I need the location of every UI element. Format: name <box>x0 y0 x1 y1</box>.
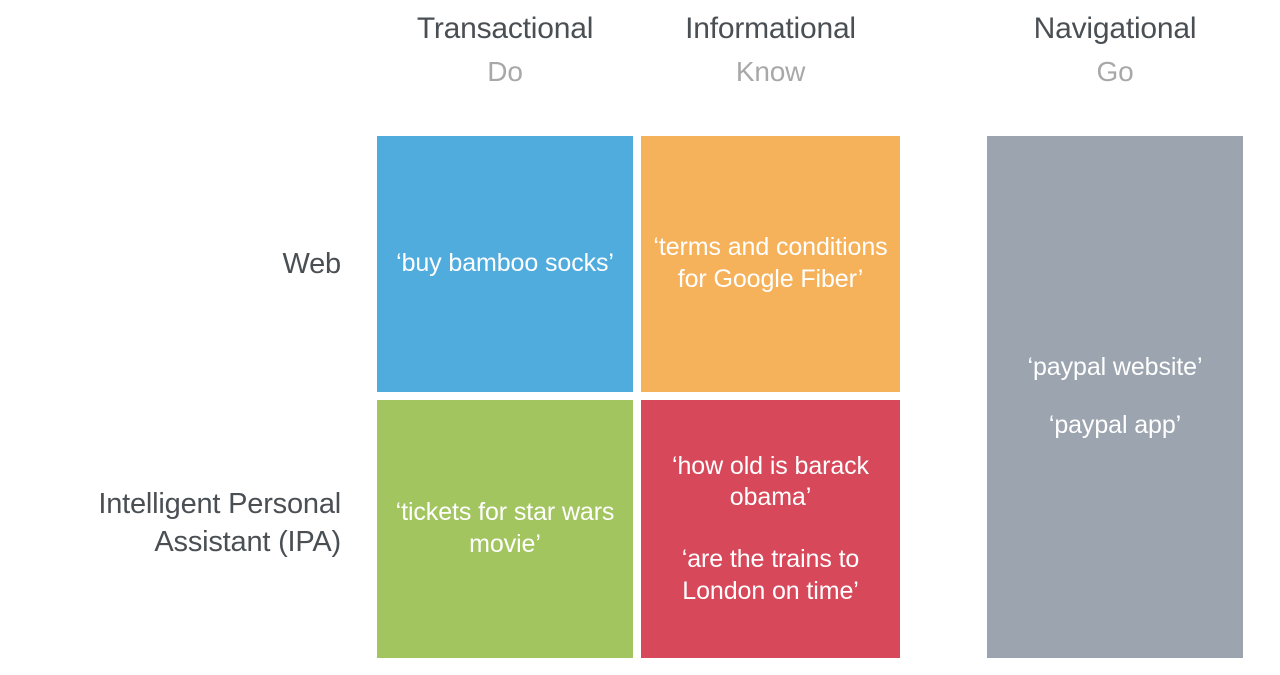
cell-ipa-transactional: ‘tickets for star wars movie’ <box>377 400 633 658</box>
column-header-secondary-label: Know <box>735 56 806 87</box>
column-header-navigational: Navigational Go <box>987 14 1243 86</box>
column-header-secondary-label: Do <box>487 56 523 87</box>
query-example: ‘terms and conditions for Google Fiber’ <box>653 233 888 293</box>
column-header-primary-label: Transactional <box>416 12 594 45</box>
query-example: ‘buy bamboo socks’ <box>396 249 614 278</box>
cell-web-transactional: ‘buy bamboo socks’ <box>377 136 633 392</box>
column-header-primary-label: Informational <box>685 12 856 45</box>
cell-navigational-span: ‘paypal website’ ‘paypal app’ <box>987 136 1243 658</box>
query-example: ‘tickets for star wars movie’ <box>395 498 615 558</box>
column-header-primary-label: Navigational <box>1033 12 1197 45</box>
cell-web-informational: ‘terms and conditions for Google Fiber’ <box>641 136 900 392</box>
query-example: ‘paypal app’ <box>1048 411 1182 439</box>
cell-ipa-informational: ‘how old is barack obama’ ‘are the train… <box>641 400 900 658</box>
column-header-secondary-label: Go <box>1096 56 1134 87</box>
column-header-informational: Informational Know <box>641 14 900 86</box>
row-label-web: Web <box>282 248 341 280</box>
query-example: ‘how old is barack obama’ <box>672 451 869 512</box>
query-example: ‘are the trains to London on time’ <box>681 545 860 605</box>
column-header-transactional: Transactional Do <box>377 14 633 86</box>
query-example: ‘paypal website’ <box>1027 353 1203 382</box>
row-label-ipa: Intelligent Personal Assistant (IPA) <box>98 488 341 558</box>
